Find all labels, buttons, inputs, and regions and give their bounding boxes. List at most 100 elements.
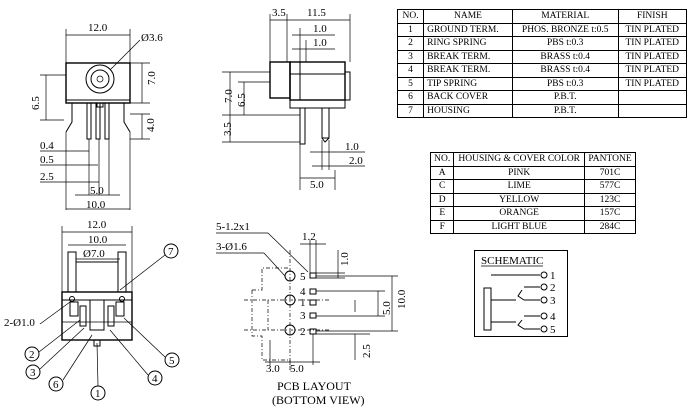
material-row-cell: 3 bbox=[396, 49, 425, 64]
color-row-cell: F bbox=[429, 219, 455, 234]
material-row-cell: TIN PLATED bbox=[617, 63, 688, 78]
color-row-cell: D bbox=[429, 192, 455, 207]
color-row-cell: 701C bbox=[583, 165, 637, 180]
color-row-cell: 157C bbox=[583, 206, 637, 221]
bottom-view: 12.0 10.0 Ø7.0 2-Ø1.0 1 2 3 4 bbox=[4, 219, 180, 401]
front-body-height-label: 7.0 bbox=[146, 71, 158, 85]
side-dim-65: 6.5 bbox=[236, 93, 248, 107]
bottom-w-100: 10.0 bbox=[88, 234, 108, 246]
callout-3: 3 bbox=[30, 367, 36, 379]
callout-7: 7 bbox=[168, 246, 174, 258]
color-row-cell: LIME bbox=[453, 179, 585, 194]
material-header-row: NO. NAME MATERIAL FINISH bbox=[396, 9, 688, 24]
front-width-label: 12.0 bbox=[88, 22, 108, 34]
material-row-cell: BREAK TERM. bbox=[423, 63, 513, 78]
schematic-title: SCHEMATIC bbox=[481, 255, 543, 267]
material-row-cell: TIN PLATED bbox=[617, 22, 688, 37]
color-row-cell: 284C bbox=[583, 219, 637, 234]
material-row-cell: PBS t:0.3 bbox=[511, 76, 619, 91]
material-row-cell: BRASS t:0.4 bbox=[511, 49, 619, 64]
color-header-row: NO. HOUSING & COVER COLOR PANTONE bbox=[429, 152, 637, 167]
material-col-finish: FINISH bbox=[617, 9, 688, 24]
pcb-layout: 5-1.2x1 3-Ø1.6 5 4 1 3 2 1.2 bbox=[216, 221, 408, 407]
callout-2: 2 bbox=[29, 349, 35, 361]
front-dim-04: 0.4 bbox=[40, 140, 54, 152]
material-row-cell: 4 bbox=[396, 63, 425, 78]
side-dim-115: 11.5 bbox=[307, 7, 326, 19]
schematic-pin-1: 1 bbox=[550, 270, 556, 282]
side-view: 3.5 11.5 1.0 1.0 7.0 6.5 3.5 1.0 bbox=[222, 7, 365, 191]
schematic: SCHEMATIC 1 2 3 4 5 bbox=[481, 255, 556, 336]
material-row-cell: 6 bbox=[396, 90, 425, 105]
pcb-pin-2: 2 bbox=[300, 326, 306, 338]
material-row-cell: TIN PLATED bbox=[617, 76, 688, 91]
side-dim-20: 2.0 bbox=[349, 155, 363, 167]
pcb-pin-1: 1 bbox=[300, 297, 306, 309]
front-height-total-label: 6.5 bbox=[30, 96, 42, 110]
pcb-dim-10: 1.0 bbox=[339, 252, 351, 266]
callout-5: 5 bbox=[169, 355, 175, 367]
pcb-pin-5: 5 bbox=[300, 271, 306, 283]
front-dim-50: 5.0 bbox=[90, 185, 104, 197]
front-dim-100: 10.0 bbox=[86, 199, 106, 211]
front-dim-25: 2.5 bbox=[40, 171, 54, 183]
material-col-no: NO. bbox=[396, 9, 425, 24]
material-row-cell: TIP SPRING bbox=[423, 76, 513, 91]
material-row-cell: HOUSING bbox=[423, 103, 513, 118]
pcb-dim-50: 5.0 bbox=[381, 301, 393, 315]
front-pin-length-label: 4.0 bbox=[145, 118, 157, 132]
schematic-pin-4: 4 bbox=[550, 311, 556, 323]
schematic-pin-3: 3 bbox=[550, 295, 556, 307]
material-row-cell: 1 bbox=[396, 22, 425, 37]
callout-4: 4 bbox=[152, 373, 158, 385]
side-dim-50: 5.0 bbox=[310, 179, 324, 191]
schematic-frame bbox=[474, 250, 568, 337]
material-row-cell bbox=[617, 90, 688, 105]
front-hole-label: Ø3.6 bbox=[141, 32, 163, 44]
material-col-material: MATERIAL bbox=[511, 9, 619, 24]
material-row-cell: P.B.T. bbox=[511, 103, 619, 118]
bottom-hole-70: Ø7.0 bbox=[83, 248, 105, 260]
color-row-cell: 577C bbox=[583, 179, 637, 194]
pcb-pin-4: 4 bbox=[300, 286, 306, 298]
material-row-cell: BACK COVER bbox=[423, 90, 513, 105]
material-row-cell: PBS t:0.3 bbox=[511, 36, 619, 51]
color-col-pantone: PANTONE bbox=[583, 152, 637, 167]
side-dim-10b: 1.0 bbox=[313, 37, 327, 49]
color-row-cell: PINK bbox=[453, 165, 585, 180]
material-row-cell: P.B.T. bbox=[511, 90, 619, 105]
pcb-slots-label: 5-1.2x1 bbox=[216, 221, 250, 233]
side-dim-70: 7.0 bbox=[223, 89, 235, 103]
color-row-cell: E bbox=[429, 206, 455, 221]
material-row-cell: RING SPRING bbox=[423, 36, 513, 51]
callout-1: 1 bbox=[95, 388, 101, 400]
material-row-cell: 7 bbox=[396, 103, 425, 118]
color-row-cell: 123C bbox=[583, 192, 637, 207]
pcb-dim-30: 3.0 bbox=[266, 363, 280, 375]
color-row-cell: ORANGE bbox=[453, 206, 585, 221]
schematic-pin-2: 2 bbox=[550, 282, 556, 294]
pcb-title-line2: (BOTTOM VIEW) bbox=[272, 393, 365, 407]
material-row-cell bbox=[617, 103, 688, 118]
callout-6: 6 bbox=[53, 379, 59, 391]
color-row-cell: LIGHT BLUE bbox=[453, 219, 585, 234]
bottom-w-120: 12.0 bbox=[87, 219, 107, 231]
bottom-holes-label: 2-Ø1.0 bbox=[4, 317, 35, 329]
pcb-dim-12: 1.2 bbox=[302, 231, 316, 243]
color-row-cell: A bbox=[429, 165, 455, 180]
material-row-cell: BREAK TERM. bbox=[423, 49, 513, 64]
material-row-cell: TIN PLATED bbox=[617, 36, 688, 51]
